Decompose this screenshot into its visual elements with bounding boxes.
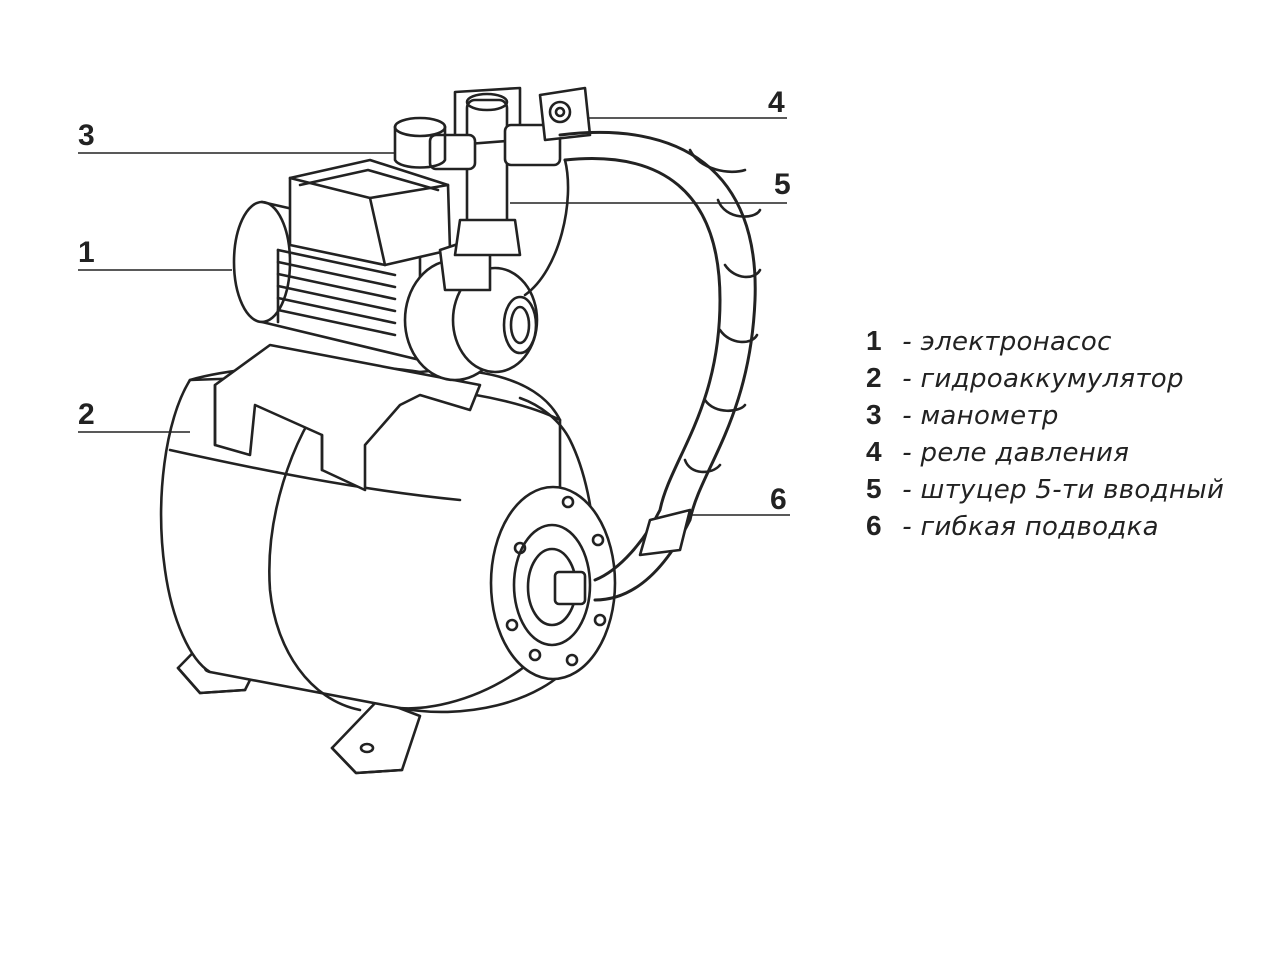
callout-lines: [78, 117, 790, 516]
pressure-gauge: [393, 116, 447, 169]
legend-label: - манометр: [902, 401, 1059, 431]
legend-item: 2 - гидроаккумулятор: [866, 359, 1224, 396]
electric-motor: [232, 200, 422, 362]
bypass-pipe: [523, 158, 570, 297]
terminal-box: [288, 158, 452, 267]
legend-label: - реле давления: [902, 438, 1130, 468]
legend-number: 4: [866, 436, 882, 467]
legend-number: 5: [866, 473, 882, 504]
callout-number-6: 6: [770, 483, 787, 516]
legend-item: 4 - реле давления: [866, 433, 1224, 470]
legend-number: 3: [866, 399, 882, 430]
pump-head: [403, 238, 539, 382]
callout-number-5: 5: [774, 168, 791, 201]
legend-item: 5 - штуцер 5-ти вводный: [866, 470, 1224, 507]
legend-item: 6 - гибкая подводка: [866, 507, 1224, 544]
tank-flange: [489, 485, 617, 681]
callout-number-2: 2: [78, 398, 95, 431]
callout-number-4: 4: [768, 86, 785, 119]
legend-label: - штуцер 5-ти вводный: [902, 475, 1225, 505]
flexible-hose: [558, 130, 762, 602]
legend: 1 - электронасос 2 - гидроаккумулятор 3 …: [866, 322, 1224, 544]
tank-foot-right: [330, 698, 422, 775]
pump-bracket: [213, 343, 482, 492]
legend-item: 3 - манометр: [866, 396, 1224, 433]
callout-number-3: 3: [78, 119, 95, 152]
legend-number: 6: [866, 510, 882, 541]
legend-label: - гидроаккумулятор: [902, 364, 1184, 394]
legend-item: 1 - электронасос: [866, 322, 1224, 359]
legend-number: 2: [866, 362, 882, 393]
legend-number: 1: [866, 325, 882, 356]
legend-label: - электронасос: [902, 327, 1112, 357]
callout-number-1: 1: [78, 236, 95, 269]
legend-label: - гибкая подводка: [902, 512, 1159, 542]
pressure-switch: [538, 86, 592, 142]
